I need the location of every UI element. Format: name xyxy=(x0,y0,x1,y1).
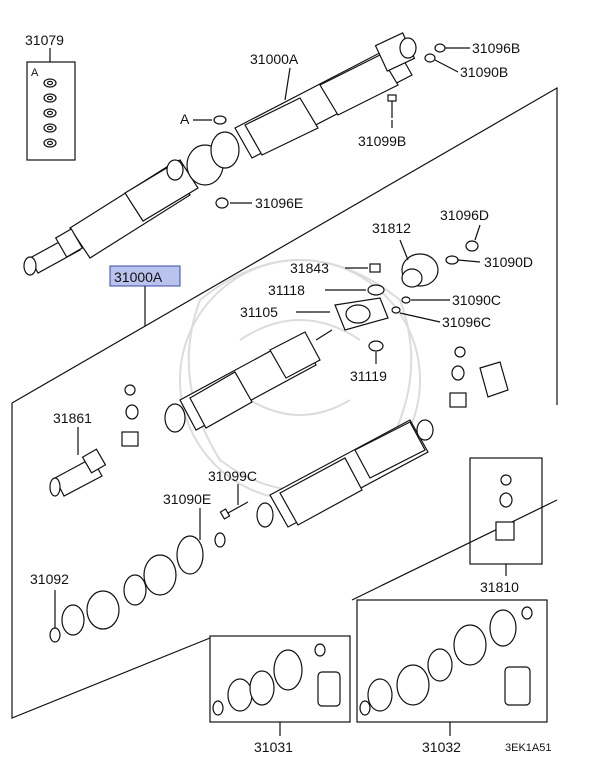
part-31119[interactable] xyxy=(368,340,384,352)
label-31090E[interactable]: 31090E xyxy=(163,491,211,507)
nut-washer-31096B-31090B[interactable] xyxy=(424,43,446,63)
part-31843[interactable] xyxy=(369,263,381,273)
label-31090C[interactable]: 31090C xyxy=(452,292,501,308)
label-31810[interactable]: 31810 xyxy=(480,579,519,595)
label-31099C[interactable]: 31099C xyxy=(208,468,257,484)
flange-31812[interactable] xyxy=(401,253,439,288)
diagram-code: 3EK1A51 xyxy=(505,742,551,754)
nut-31096D[interactable] xyxy=(465,240,479,252)
yoke-31861[interactable] xyxy=(49,448,107,497)
nut-31096E[interactable] xyxy=(215,197,229,209)
label-31092[interactable]: 31092 xyxy=(30,571,69,587)
label-31096D[interactable]: 31096D xyxy=(440,207,489,223)
center-bearing-31105[interactable] xyxy=(334,297,389,331)
callout-a-nut xyxy=(213,115,227,125)
universal-joint-parts-right[interactable] xyxy=(449,346,509,408)
label-31090D[interactable]: 31090D xyxy=(484,254,533,270)
kit-31079-box[interactable]: A xyxy=(26,61,76,161)
washer-31090C[interactable] xyxy=(401,296,411,304)
bolt-31099B[interactable] xyxy=(387,94,397,118)
label-31843[interactable]: 31843 xyxy=(290,260,329,276)
kit-31031-box[interactable] xyxy=(209,635,351,723)
label-31090B[interactable]: 31090B xyxy=(460,64,508,80)
exploded-frame-left xyxy=(11,403,211,719)
label-31079[interactable]: 31079 xyxy=(25,32,64,48)
rear-shaft-exploded[interactable] xyxy=(256,419,434,528)
label-31119[interactable]: 31119 xyxy=(350,368,387,384)
kit-nuts xyxy=(43,78,57,148)
bolt-31099C[interactable] xyxy=(219,501,249,520)
label-31000A-highlight[interactable]: 31000A xyxy=(114,269,163,285)
flange-rings-front[interactable] xyxy=(49,532,226,643)
front-shaft-exploded[interactable] xyxy=(164,329,333,433)
kit-31810-box[interactable] xyxy=(469,457,543,565)
label-31000A-top[interactable]: 31000A xyxy=(250,51,299,67)
shaft-assembly-top[interactable] xyxy=(23,32,417,276)
label-31096B[interactable]: 31096B xyxy=(472,40,520,56)
label-31812[interactable]: 31812 xyxy=(372,220,411,236)
part-31118[interactable] xyxy=(367,284,385,296)
label-31096E[interactable]: 31096E xyxy=(255,195,303,211)
label-31861[interactable]: 31861 xyxy=(53,410,92,426)
callout-A[interactable]: A xyxy=(180,111,190,127)
washer-31090D[interactable] xyxy=(445,255,459,265)
highlighted-part-31000A[interactable]: 31000A xyxy=(109,265,181,287)
label-31032[interactable]: 31032 xyxy=(422,739,461,755)
label-31099B[interactable]: 31099B xyxy=(358,133,406,149)
label-31105[interactable]: 31105 xyxy=(240,304,278,320)
nut-31096C[interactable] xyxy=(391,306,401,314)
label-31031[interactable]: 31031 xyxy=(254,739,293,755)
kit-box-letter: A xyxy=(31,67,39,79)
label-31118[interactable]: 31118 xyxy=(268,282,305,298)
kit-31032-box[interactable] xyxy=(356,599,548,723)
label-31096C[interactable]: 31096C xyxy=(442,314,491,330)
exploded-frame-top xyxy=(11,86,558,405)
universal-joint-parts-left[interactable] xyxy=(121,384,139,447)
